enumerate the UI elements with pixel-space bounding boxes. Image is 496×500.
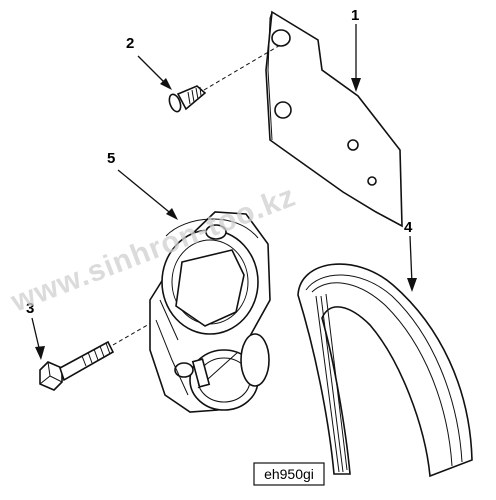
callout-3-label: 3 <box>26 300 34 317</box>
callout-2-label: 2 <box>126 35 134 52</box>
callout-5-label: 5 <box>107 150 115 167</box>
tensioner-part <box>149 211 271 413</box>
callout-4-label: 4 <box>404 219 413 236</box>
capscrew-part <box>168 43 283 113</box>
callout-1: 1 <box>351 7 361 92</box>
callout-4: 4 <box>404 219 417 292</box>
belt-part <box>297 263 473 478</box>
callout-2: 2 <box>126 35 172 90</box>
callout-1-label: 1 <box>351 7 359 24</box>
reference-code: eh950gi <box>264 466 314 482</box>
callout-3: 3 <box>26 300 45 360</box>
callout-5: 5 <box>107 150 178 220</box>
reference-code-box: eh950gi <box>253 462 325 486</box>
bracket-part <box>265 10 403 228</box>
